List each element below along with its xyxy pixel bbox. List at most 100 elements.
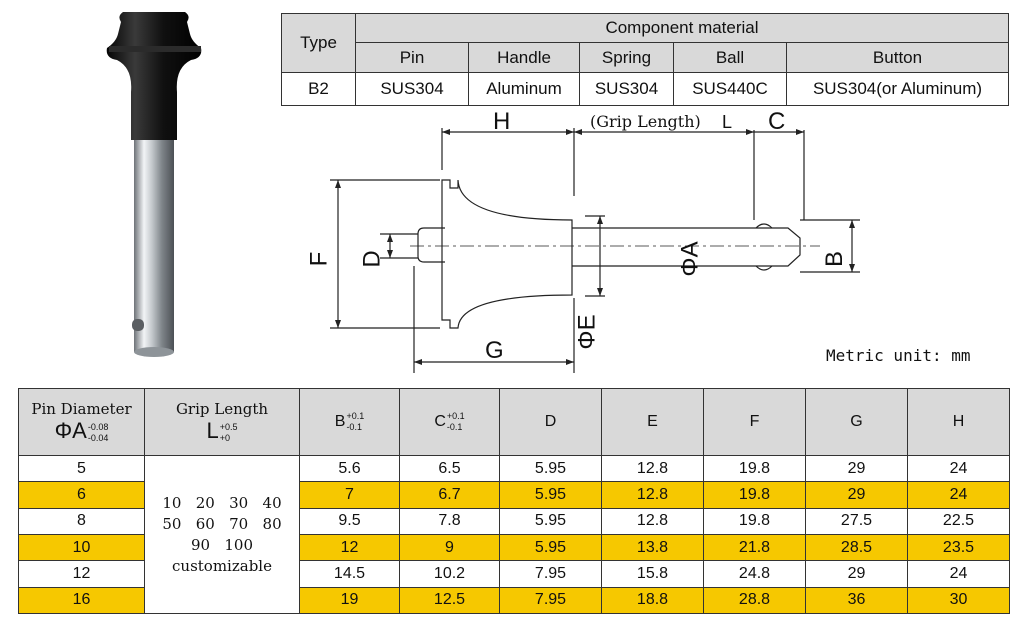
cell-e: 18.8: [601, 586, 704, 615]
ball-material: SUS440C: [673, 72, 787, 106]
cell-c: 6.5: [399, 454, 500, 483]
cell-a: 8: [18, 507, 145, 535]
cell-b: 5.6: [299, 454, 400, 483]
cell-a: 16: [18, 586, 145, 615]
button-material: SUS304(or Aluminum): [786, 72, 1009, 106]
dim-label-grip-length: (Grip Length): [590, 112, 701, 131]
cell-e: 12.8: [601, 454, 704, 483]
cell-f: 19.8: [703, 481, 806, 509]
spec-table: Pin Diameter ΦA-0.08-0.04 Grip Length L+…: [18, 388, 1010, 615]
cell-g: 27.5: [805, 507, 908, 535]
cell-h: 24: [907, 454, 1010, 483]
cell-d: 5.95: [499, 454, 602, 483]
table-row: 12 14.5 10.2 7.95 15.8 24.8 29 24: [18, 560, 1010, 588]
c-header-label: C: [434, 413, 446, 431]
dim-label-b: B: [821, 250, 849, 268]
grip-tol-minus: +0: [219, 433, 230, 444]
c-tol-minus: -0.1: [446, 422, 463, 432]
cell-b: 12: [299, 533, 400, 562]
cell-g: 29: [805, 481, 908, 509]
cell-f: 19.8: [703, 507, 806, 535]
cell-d: 5.95: [499, 481, 602, 509]
pin-tol-minus: -0.04: [87, 433, 109, 444]
cell-h: 22.5: [907, 507, 1010, 535]
pin-diameter-symbol: ΦA: [54, 417, 87, 443]
col-handle: Handle: [468, 42, 580, 73]
cell-g: 29: [805, 560, 908, 588]
cell-h: 24: [907, 560, 1010, 588]
b-tol-plus: +0.1: [346, 411, 365, 421]
cell-c: 12.5: [399, 586, 500, 615]
cell-d: 5.95: [499, 507, 602, 535]
cell-e: 12.8: [601, 507, 704, 535]
cell-a: 12: [18, 560, 145, 588]
dim-label-a: ΦA: [676, 241, 704, 277]
grip-length-symbol: L: [206, 417, 219, 443]
col-spring: Spring: [579, 42, 674, 73]
col-ball: Ball: [673, 42, 787, 73]
dim-label-d: D: [358, 250, 386, 268]
cell-b: 7: [299, 481, 400, 509]
grip-length-header: Grip Length L+0.5+0: [144, 388, 300, 456]
cell-f: 19.8: [703, 454, 806, 483]
g-header: G: [805, 388, 908, 456]
cell-c: 7.8: [399, 507, 500, 535]
cell-b: 19: [299, 586, 400, 615]
table-row: 10 12 9 5.95 13.8 21.8 28.5 23.5: [18, 533, 1010, 562]
grip-tol-plus: +0.5: [219, 422, 238, 433]
pin-tol-plus: -0.08: [87, 422, 109, 433]
handle-material: Aluminum: [468, 72, 580, 106]
spring-material: SUS304: [579, 72, 674, 106]
b-header: B+0.1-0.1: [299, 388, 400, 456]
cell-e: 12.8: [601, 481, 704, 509]
cell-d: 7.95: [499, 586, 602, 615]
cell-f: 21.8: [703, 533, 806, 562]
col-pin: Pin: [355, 42, 469, 73]
c-header: C+0.1-0.1: [399, 388, 500, 456]
type-value: B2: [281, 72, 356, 106]
cell-h: 30: [907, 586, 1010, 615]
dim-label-l: L: [722, 112, 733, 132]
cell-a: 10: [18, 533, 145, 562]
d-header: D: [499, 388, 602, 456]
grip-length-title: Grip Length: [175, 399, 269, 418]
metric-unit-note: Metric unit: mm: [826, 346, 971, 365]
grip-options-customizable: customizable: [172, 556, 272, 575]
b-header-label: B: [334, 413, 346, 431]
product-photo: [106, 12, 202, 357]
cell-c: 6.7: [399, 481, 500, 509]
cell-e: 13.8: [601, 533, 704, 562]
cell-b: 9.5: [299, 507, 400, 535]
material-table: Type Component material Pin Handle Sprin…: [281, 13, 1009, 106]
dim-label-h: H: [493, 108, 511, 135]
cell-g: 28.5: [805, 533, 908, 562]
table-row: 6 7 6.7 5.95 12.8 19.8 29 24: [18, 481, 1010, 509]
type-header: Type: [281, 13, 356, 73]
pin-diameter-header: Pin Diameter ΦA-0.08-0.04: [18, 388, 145, 456]
table-row: 5 10 20 30 40 50 60 70 80 90 100 customi…: [18, 454, 1010, 614]
cell-g: 36: [805, 586, 908, 615]
pin-diameter-title: Pin Diameter: [31, 399, 132, 418]
pin-material: SUS304: [355, 72, 469, 106]
grip-options-line: 10 20 30 40: [162, 493, 282, 512]
dim-label-c: C: [768, 108, 786, 135]
cell-f: 24.8: [703, 560, 806, 588]
e-header: E: [601, 388, 704, 456]
h-header: H: [907, 388, 1010, 456]
cell-a: 6: [18, 481, 145, 509]
cell-h: 24: [907, 481, 1010, 509]
grip-length-options: 10 20 30 40 50 60 70 80 90 100 customiza…: [144, 455, 300, 614]
cell-d: 5.95: [499, 533, 602, 562]
dimension-drawing: [330, 128, 860, 373]
col-button: Button: [786, 42, 1009, 73]
component-material-header: Component material: [355, 13, 1009, 43]
cell-c: 10.2: [399, 560, 500, 588]
c-tol-plus: +0.1: [446, 411, 465, 421]
f-header: F: [703, 388, 806, 456]
dim-label-e: ΦE: [573, 314, 601, 350]
cell-d: 7.95: [499, 560, 602, 588]
grip-options-line: 50 60 70 80: [162, 514, 282, 533]
table-row: 8 9.5 7.8 5.95 12.8 19.8 27.5 22.5: [18, 507, 1010, 535]
cell-a: 5: [18, 454, 145, 483]
dim-label-g: G: [485, 337, 504, 364]
